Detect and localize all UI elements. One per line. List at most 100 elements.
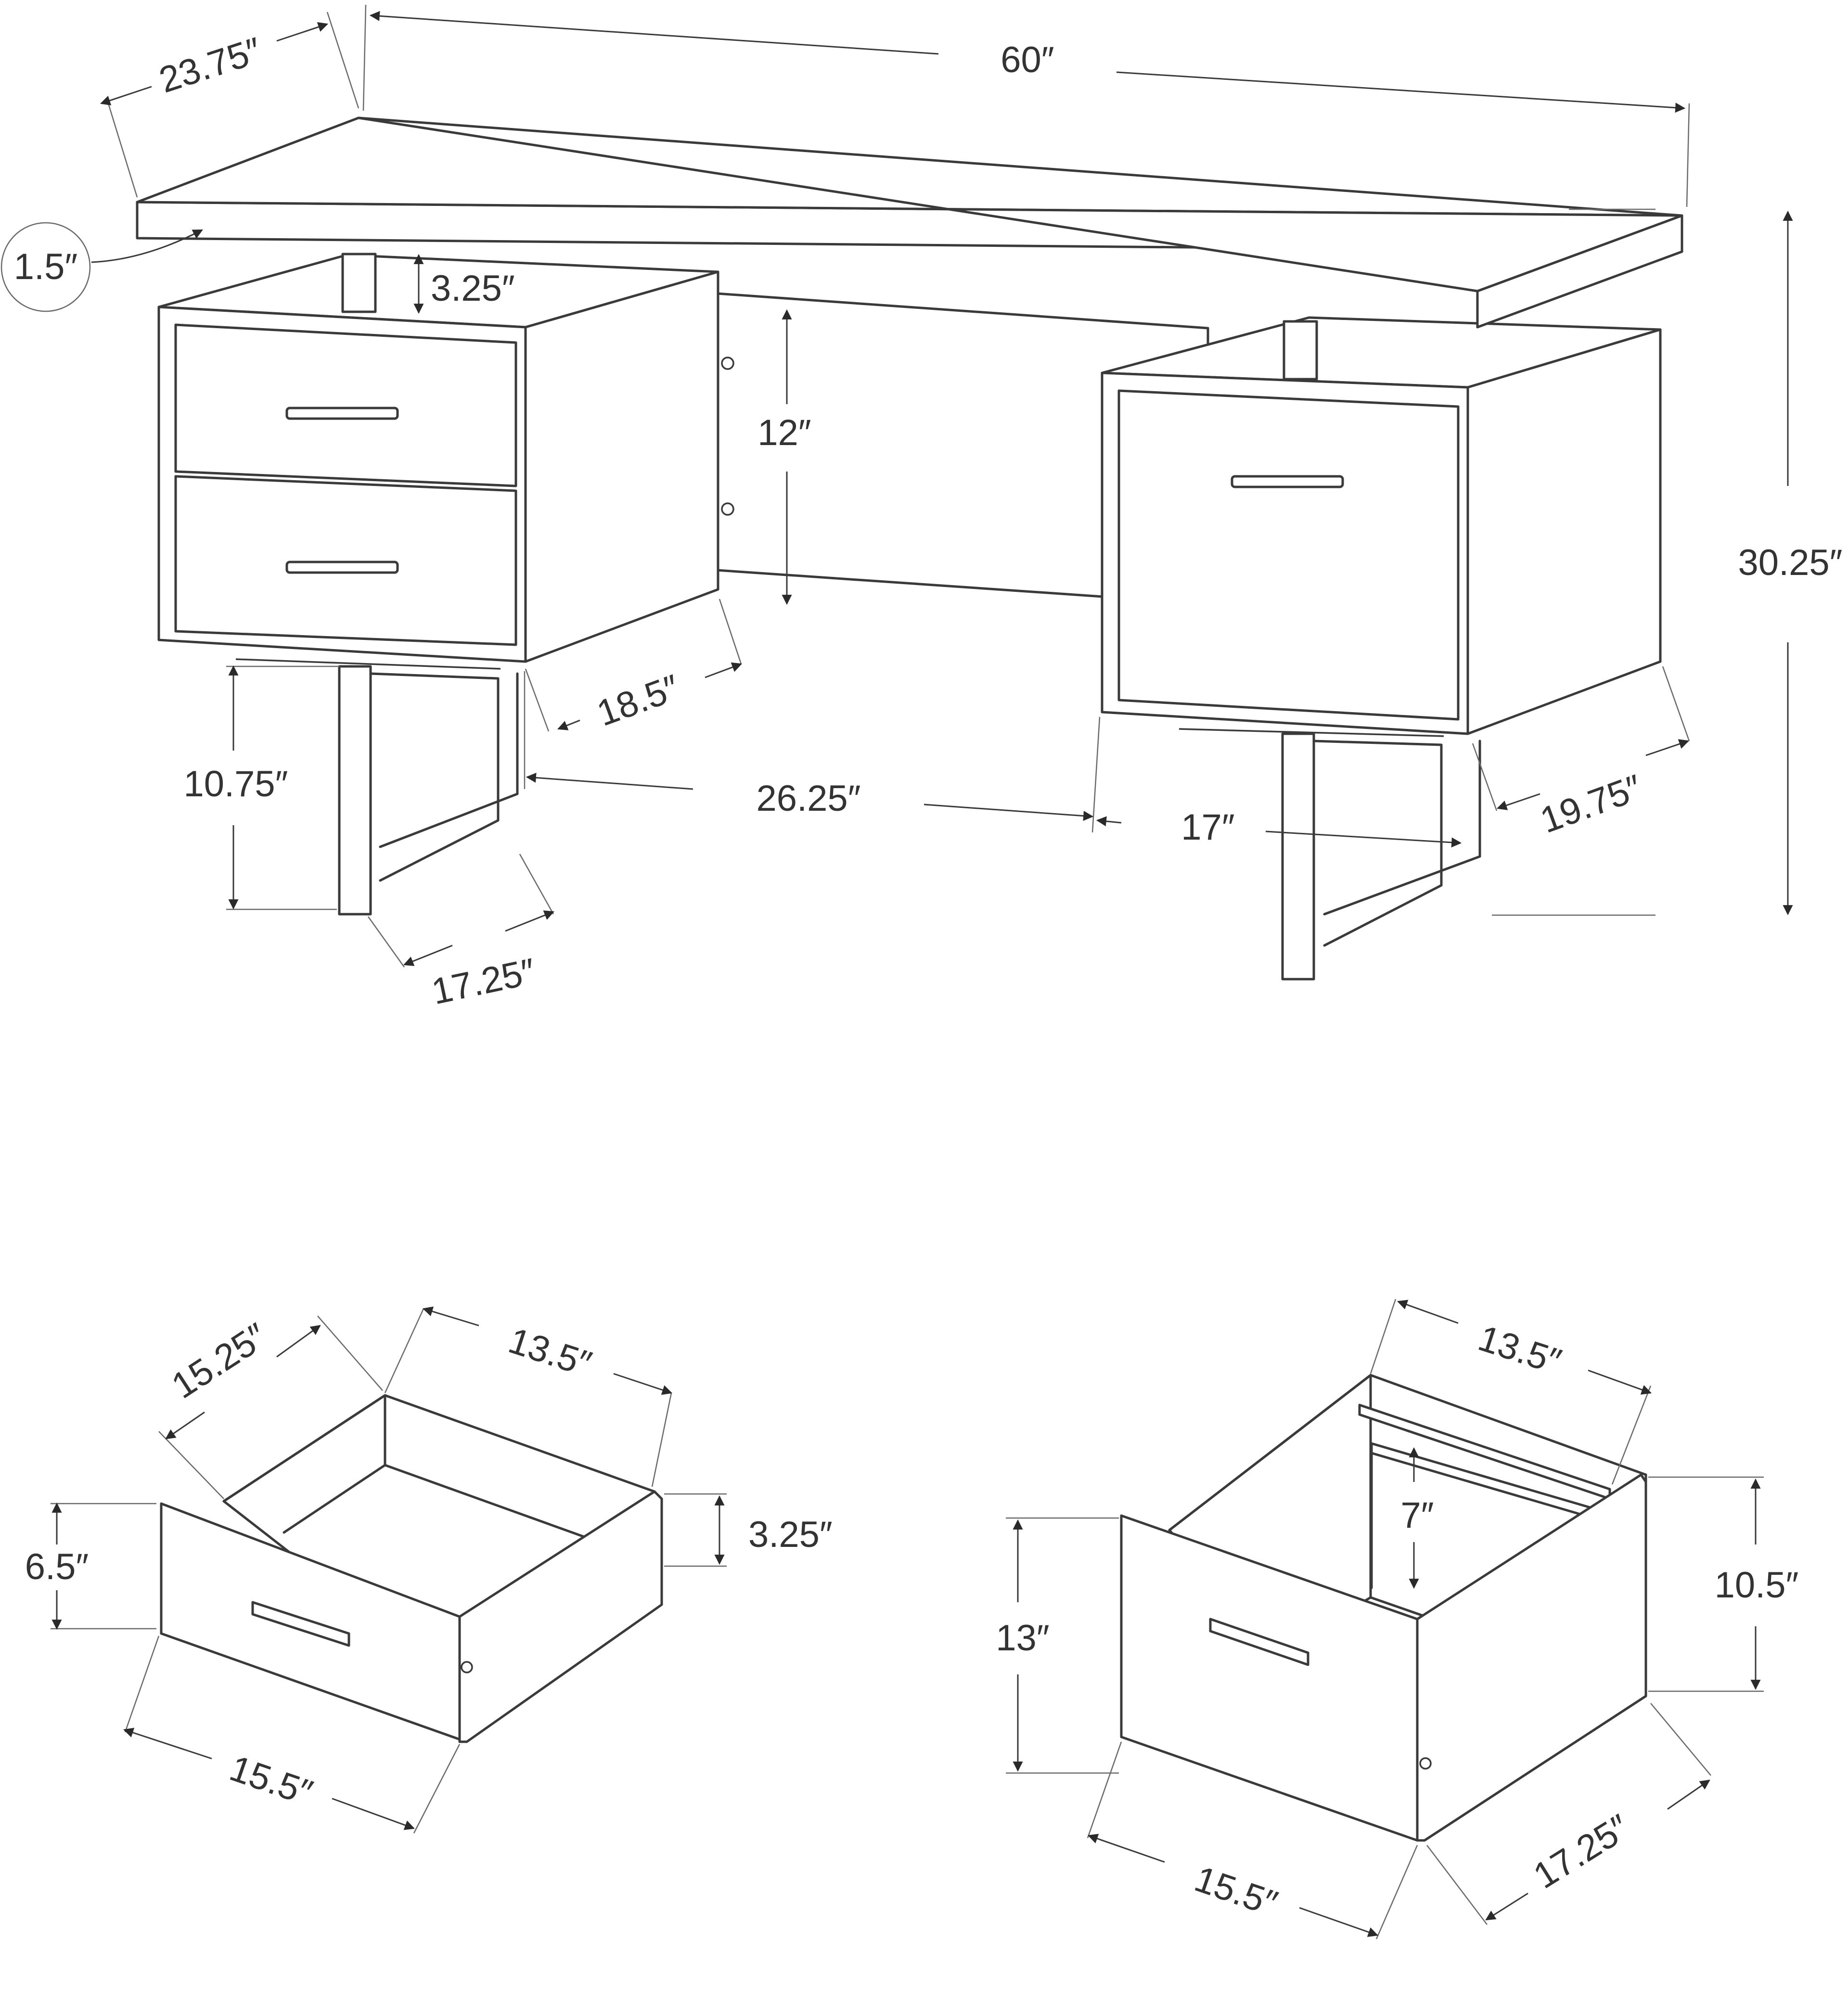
file-drawer-rail-height-label: 7″ (1400, 1495, 1434, 1536)
desk-drawing (136, 116, 1683, 981)
small-drawer-front-width-label: 15.5″ (225, 1748, 318, 1813)
dimension-line (422, 1306, 479, 1327)
leg-height-label: 10.75″ (183, 764, 288, 804)
extension-line (719, 599, 742, 664)
dimension-line (1397, 1300, 1459, 1324)
file-drawer-front-width-label: 15.5″ (1190, 1858, 1283, 1924)
extension-line (384, 1308, 424, 1393)
small-drawer-inner-width-label: 13.5″ (504, 1320, 597, 1385)
top-thickness-label: 1.5″ (14, 246, 78, 287)
file-drawer-inner-width-label: 13.5″ (1474, 1317, 1566, 1382)
extension-line (1426, 1845, 1488, 1925)
dimension-line (1497, 793, 1540, 810)
small-drawer-front-height-label: 6.5″ (25, 1546, 89, 1587)
leg-frame-rail (1323, 740, 1481, 916)
extension-line (362, 4, 367, 111)
extension-line (326, 12, 359, 109)
file-drawer-front (1117, 389, 1460, 721)
desktop-surface (136, 116, 1683, 293)
leg-frame-rail (369, 672, 500, 882)
upper-drawer-front (174, 323, 517, 487)
extension-line (1472, 743, 1498, 811)
file-drawer-depth-label: 17.25″ (1527, 1807, 1637, 1897)
extension-line (519, 854, 554, 915)
desk-depth-label: 23.75″ (154, 30, 267, 101)
dimension-line (332, 1798, 415, 1830)
dimension-line (1088, 1834, 1165, 1863)
file-drawer-drawing (1120, 1374, 1647, 1842)
file-drawer-side-height-label: 10.5″ (1715, 1565, 1799, 1606)
extension-line (158, 1431, 224, 1499)
extension-line (1087, 1741, 1122, 1838)
dimension-line (505, 910, 554, 932)
top-gap-label: 3.25″ (431, 268, 515, 309)
dimension-line (557, 719, 580, 730)
small-drawer-drawing (160, 1394, 663, 1743)
dimension-line (1116, 71, 1686, 113)
drawer-slide-hole (461, 1661, 473, 1673)
dimension-line (1265, 830, 1462, 848)
dimension-line (526, 772, 693, 790)
leg-post (338, 665, 372, 916)
small-drawer-dimensions: 15.25″ 13.5″ 6.5″ 3.25″ 15.5″ (25, 1306, 833, 1834)
leg-frame-rail (1312, 740, 1443, 947)
small-drawer-depth-label: 15.25″ (165, 1315, 274, 1407)
extension-line (1091, 716, 1101, 833)
drawer-handle-icon (251, 1601, 350, 1647)
dimension-line (1485, 1892, 1528, 1921)
left-cabinet (157, 253, 719, 663)
dimension-line (1588, 1369, 1652, 1395)
callout-circle (0, 222, 91, 312)
dimension-line (165, 1411, 205, 1440)
top-support-post (1283, 320, 1318, 381)
dimension-line (369, 11, 939, 55)
extension-line (525, 668, 550, 732)
drawer-back-left (222, 1394, 386, 1503)
leg-bracket (1179, 728, 1444, 737)
dimension-line (100, 86, 152, 105)
screw-icon (721, 357, 734, 370)
file-drawer-front (1120, 1514, 1419, 1842)
lower-drawer-front (174, 475, 517, 646)
dimension-line (276, 1325, 321, 1358)
right-cabinet-depth-label: 19.75″ (1535, 767, 1647, 841)
extension-line (1650, 1703, 1711, 1776)
right-cabinet-side (1466, 328, 1662, 735)
extension-line (367, 916, 405, 968)
extension-line (1611, 1385, 1652, 1485)
right-leg-frame (1179, 728, 1481, 981)
dimension-line (1096, 816, 1122, 827)
extension-line (1375, 1845, 1418, 1940)
dimension-line (924, 804, 1094, 821)
drawer-floor-line (282, 1464, 386, 1534)
drawer-handle-icon (1231, 475, 1344, 488)
desktop (136, 116, 1683, 329)
left-leg-frame (235, 658, 519, 916)
dimension-line (123, 1727, 212, 1760)
dimension-line (1645, 739, 1689, 756)
extension-line (651, 1392, 672, 1487)
left-cabinet-side (524, 270, 719, 663)
extension-line (1662, 666, 1690, 741)
dimension-line (613, 1373, 672, 1395)
cabinet-depth-label: 18.5″ (592, 667, 685, 734)
dimension-line (403, 944, 453, 966)
drawer-side-panel (458, 1490, 663, 1743)
dimension-line (1667, 1779, 1710, 1810)
extension-line (1686, 103, 1690, 207)
dimension-line (276, 22, 328, 42)
knee-space-label: 26.25″ (756, 778, 860, 819)
drawer-handle-icon (285, 561, 399, 574)
extension-line (413, 1744, 461, 1834)
small-drawer-side-height-label: 3.25″ (748, 1514, 833, 1555)
leg-bracket (235, 658, 501, 670)
dimension-line (705, 662, 742, 678)
leg-depth-label: 17.25″ (428, 951, 539, 1012)
file-drawer-front-height-label: 13″ (996, 1618, 1049, 1659)
dimension-line (1299, 1907, 1378, 1937)
overall-height-label: 30.25″ (1738, 542, 1842, 583)
desktop-back-edge (357, 116, 1683, 217)
extension-line (1370, 1299, 1397, 1374)
extension-line (124, 1635, 160, 1733)
